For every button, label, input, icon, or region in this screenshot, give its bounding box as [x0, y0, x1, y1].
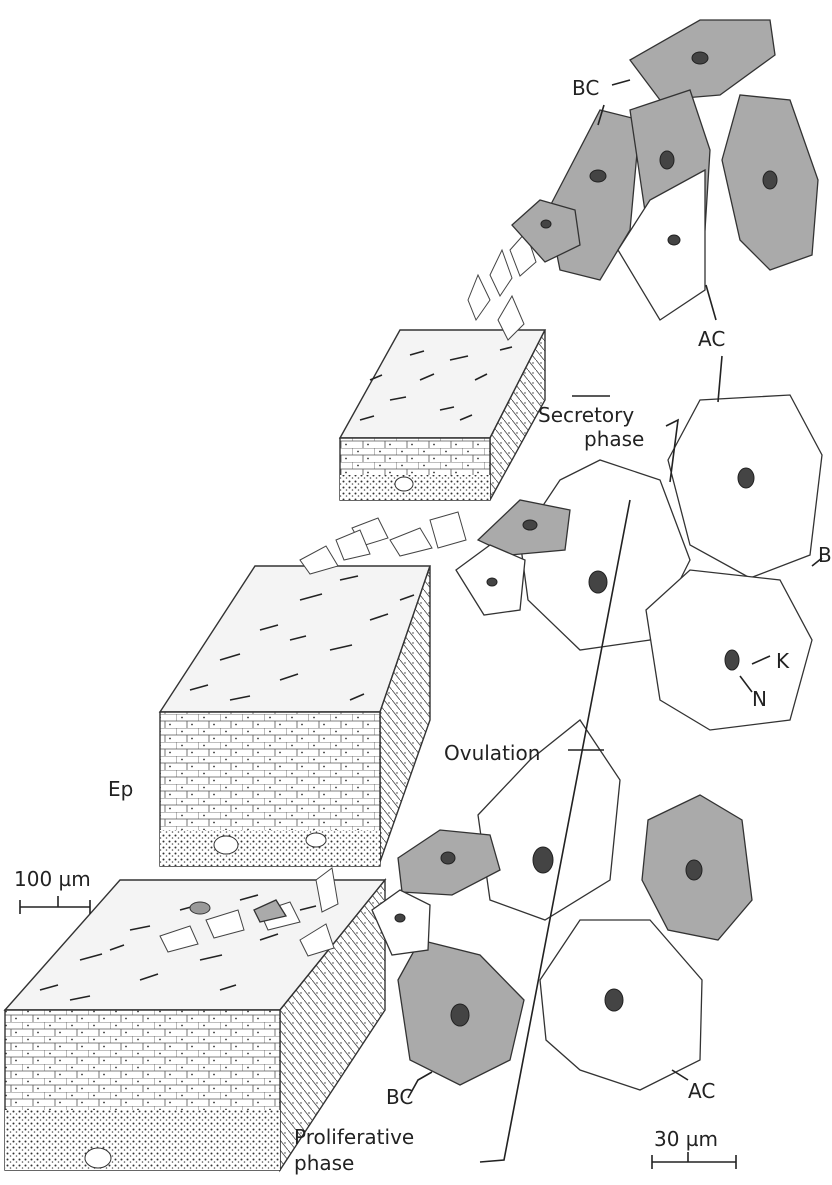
label-secretory-line1: Secretory — [538, 403, 634, 427]
label-scale-large: 100 µm — [14, 867, 91, 891]
label-scale-small: 30 µm — [654, 1127, 718, 1151]
label-n: N — [752, 687, 767, 711]
label-ac-bottom: AC — [688, 1079, 715, 1103]
label-ovulation: Ovulation — [444, 741, 540, 765]
scale-bar-large — [20, 896, 90, 914]
label-ep: Ep — [108, 777, 133, 801]
label-k: K — [776, 649, 790, 673]
label-proliferative-line1: Proliferative — [294, 1125, 414, 1149]
label-proliferative-line2: phase — [294, 1151, 354, 1175]
epithelium-block-secretory — [340, 330, 545, 500]
epithelium-block-ovulation — [160, 566, 430, 866]
cell-clusters — [372, 20, 822, 1090]
label-b: B — [818, 543, 832, 567]
label-bc-bottom: BC — [386, 1085, 413, 1109]
label-secretory-line2: phase — [584, 427, 644, 451]
label-bc-top: BC — [572, 76, 599, 100]
scale-bar-small — [652, 1152, 736, 1169]
label-ac-top: AC — [698, 327, 725, 351]
